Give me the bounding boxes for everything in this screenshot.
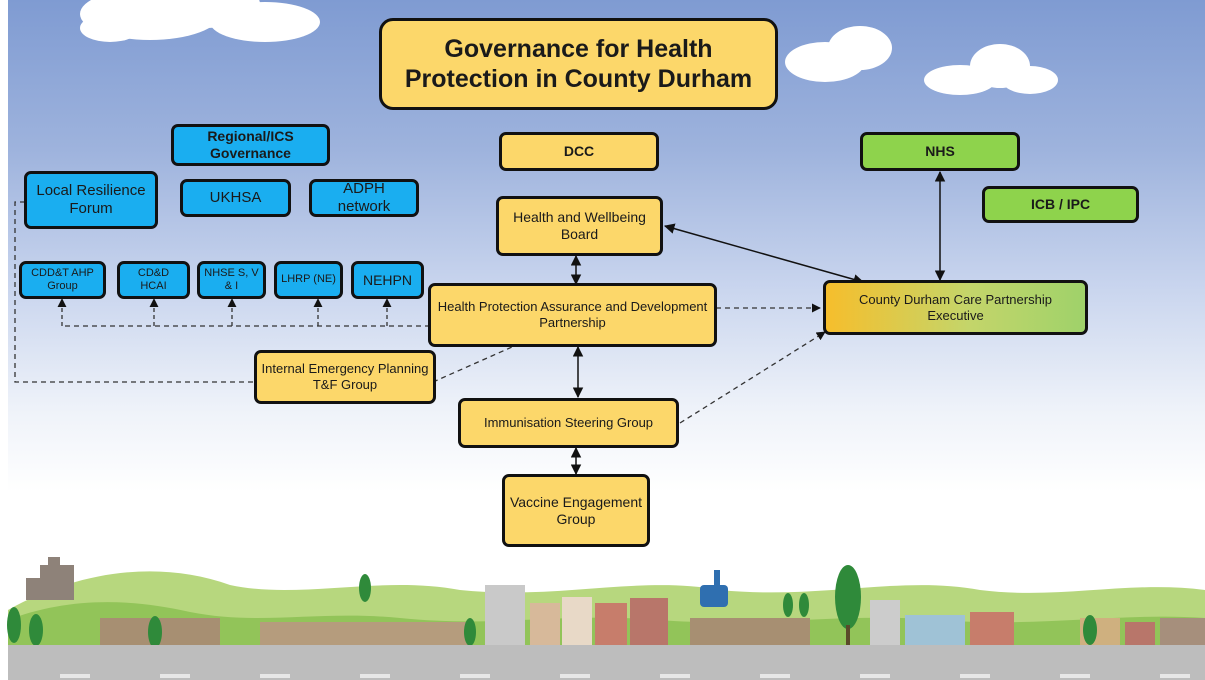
vaccine-engagement-group-box: Vaccine Engagement Group: [502, 474, 650, 547]
road-markings: [60, 674, 1190, 678]
road: [8, 645, 1205, 680]
train-icon: [700, 570, 728, 607]
connector-internal-emergency-hpadp: [432, 346, 513, 383]
cdd-hcai-box: CD&D HCAI: [117, 261, 190, 299]
regional-ics-governance-box: Regional/ICS Governance: [171, 124, 330, 166]
local-resilience-forum-box: Local Resilience Forum: [24, 171, 158, 229]
castle-icon: [26, 557, 74, 600]
care-partnership-executive-box: County Durham Care Partnership Executive: [823, 280, 1088, 335]
internal-emergency-planning-box: Internal Emergency Planning T&F Group: [254, 350, 436, 404]
cloud-right: [785, 26, 1058, 95]
health-wellbeing-board-box: Health and Wellbeing Board: [496, 196, 663, 256]
health-protection-partnership-box: Health Protection Assurance and Developm…: [428, 283, 717, 347]
trees: [7, 565, 1097, 648]
arrow-hwb-care-partnership: [663, 223, 865, 285]
diagram-title: Governance for Health Protection in Coun…: [379, 18, 778, 110]
arrow-immunisation-care-partnership: [679, 331, 826, 424]
ukhsa-box: UKHSA: [180, 179, 291, 217]
cddt-ahp-group-box: CDD&T AHP Group: [19, 261, 106, 299]
immunisation-steering-group-box: Immunisation Steering Group: [458, 398, 679, 448]
dcc-box: DCC: [499, 132, 659, 171]
cloud-left: [80, 0, 320, 42]
connector-lrf-internal-emergency: [14, 201, 257, 383]
nhs-box: NHS: [860, 132, 1020, 171]
icb-ipc-box: ICB / IPC: [982, 186, 1139, 223]
nehpn-box: NEHPN: [351, 261, 424, 299]
lhrp-ne-box: LHRP (NE): [274, 261, 343, 299]
adph-network-box: ADPH network: [309, 179, 419, 217]
nhse-svi-box: NHSE S, V & I: [197, 261, 266, 299]
